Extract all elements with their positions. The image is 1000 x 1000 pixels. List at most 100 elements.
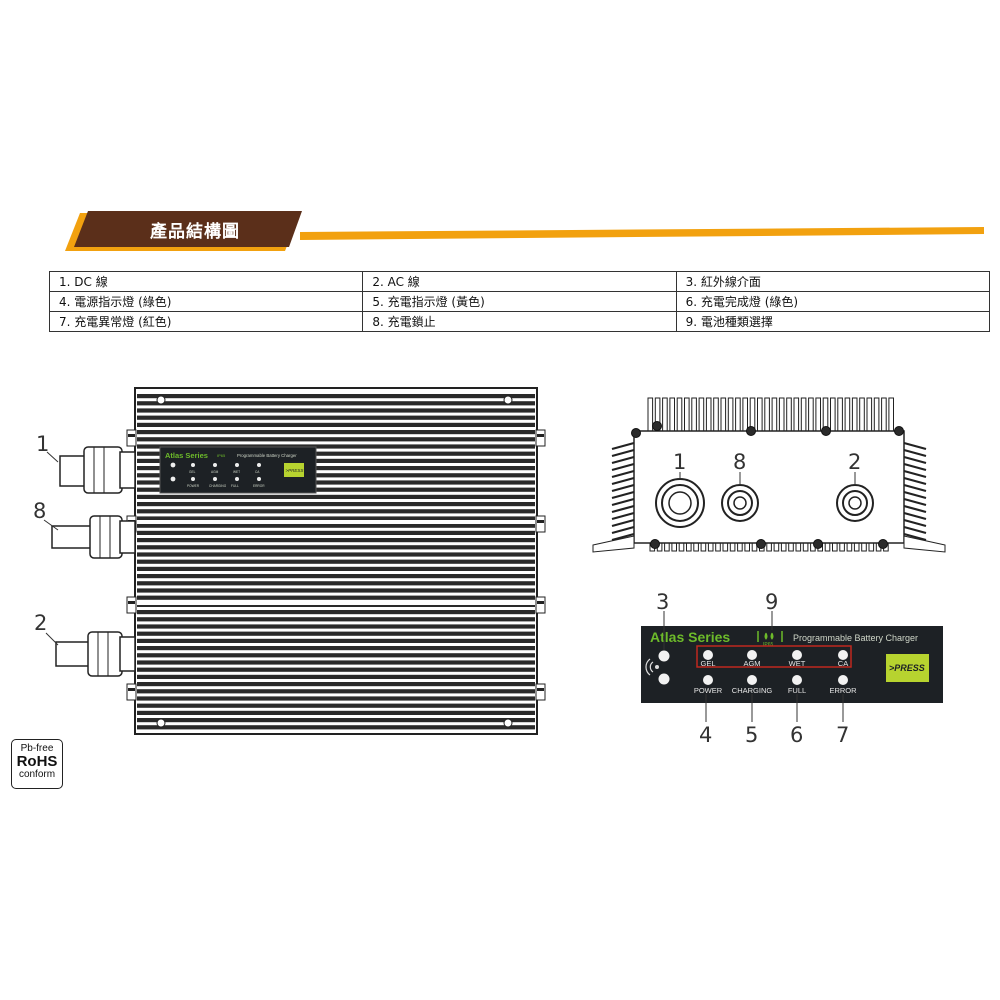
fin xyxy=(903,511,927,521)
led xyxy=(170,476,176,482)
led xyxy=(191,477,195,481)
fin xyxy=(903,497,927,507)
battery-type-frame xyxy=(696,645,852,668)
clamp xyxy=(535,429,546,447)
section-title: 產品結構圖 xyxy=(150,222,240,242)
heatsink-fins xyxy=(903,441,927,542)
badge-line: Pb-free xyxy=(20,743,54,754)
led xyxy=(235,463,239,467)
led-label: CHARGING xyxy=(209,484,227,488)
fin xyxy=(137,480,535,485)
led xyxy=(213,463,217,467)
fin xyxy=(137,682,535,687)
fin xyxy=(137,538,535,543)
led-label: CA xyxy=(838,659,848,668)
fin-gap xyxy=(137,601,535,605)
port-dc xyxy=(655,478,705,528)
table-row: 7. 充電異常燈 (紅色) 8. 充電鎖止 9. 電池種類選擇 xyxy=(48,311,991,332)
clamp xyxy=(126,683,137,701)
fin xyxy=(137,566,535,571)
section-header: 產品結構圖 xyxy=(0,205,1000,255)
parts-table: 1. DC 線 2. AC 線 3. 紅外線介面 4. 電源指示燈 (綠色) 5… xyxy=(48,271,991,332)
fin xyxy=(611,504,635,514)
fin xyxy=(903,518,927,528)
led-label: CHARGING xyxy=(732,686,773,695)
fin xyxy=(137,667,535,672)
led-label: AGM xyxy=(743,659,760,668)
fin xyxy=(903,532,927,542)
led xyxy=(838,675,848,685)
clamp xyxy=(535,683,546,701)
water-drop-icon xyxy=(764,632,774,640)
callout-label: 4 xyxy=(699,723,712,747)
callout-label: 8 xyxy=(733,450,746,474)
fin xyxy=(137,530,535,535)
callout-label: 5 xyxy=(745,723,758,747)
callout-label: 7 xyxy=(836,723,849,747)
led-label: WET xyxy=(233,470,240,474)
screw xyxy=(652,421,662,431)
led-label: GEL xyxy=(700,659,715,668)
infrared-window xyxy=(658,650,670,662)
led-label: POWER xyxy=(187,484,200,488)
fin xyxy=(137,502,535,507)
fin xyxy=(611,490,635,500)
fin xyxy=(137,595,535,600)
screw xyxy=(821,426,831,436)
fin xyxy=(137,660,535,665)
table-cell: 8. 充電鎖止 xyxy=(362,311,677,332)
control-panel-small: Atlas Series IP65 Programmable Battery C… xyxy=(159,446,317,494)
led-label: FULL xyxy=(788,686,806,695)
clamp-notch xyxy=(537,520,544,523)
led xyxy=(257,463,261,467)
ip-label: IP65 xyxy=(763,642,774,648)
leader-line xyxy=(43,519,59,531)
fin xyxy=(137,473,535,478)
led xyxy=(703,675,713,685)
header-banner-shape xyxy=(65,211,984,251)
fin xyxy=(611,497,635,507)
fin xyxy=(137,559,535,564)
fin xyxy=(137,718,535,723)
lock-cable xyxy=(51,515,136,559)
ac-cable xyxy=(55,631,136,677)
fin xyxy=(137,581,535,586)
fin xyxy=(611,525,635,535)
fin xyxy=(137,653,535,658)
led xyxy=(747,650,757,660)
clamp-notch xyxy=(128,688,135,691)
fin-gap xyxy=(137,520,535,524)
clamp xyxy=(126,429,137,447)
mount-flange xyxy=(903,535,946,553)
clamp-notch xyxy=(537,601,544,604)
fin xyxy=(137,588,535,593)
infrared-window xyxy=(658,673,670,685)
led-label: ERROR xyxy=(253,484,265,488)
fin xyxy=(611,532,635,542)
screw-hole xyxy=(156,718,166,728)
subtitle-label: Programmable Battery Charger xyxy=(793,633,918,643)
fin xyxy=(137,710,535,715)
fin xyxy=(137,631,535,636)
heatsink-fins xyxy=(611,441,635,542)
leader-line xyxy=(45,632,59,646)
screw xyxy=(746,426,756,436)
led xyxy=(235,477,239,481)
fin xyxy=(903,469,927,479)
screw-hole xyxy=(503,395,513,405)
port-ac xyxy=(836,484,874,522)
led-label: CA xyxy=(255,470,260,474)
clamp xyxy=(535,515,546,533)
fin xyxy=(903,448,927,458)
fin xyxy=(903,525,927,535)
led xyxy=(792,650,802,660)
charger-case xyxy=(134,387,538,735)
fin xyxy=(137,646,535,651)
fin xyxy=(611,441,635,451)
fin xyxy=(611,469,635,479)
led xyxy=(792,675,802,685)
fin xyxy=(903,462,927,472)
callout-label: 2 xyxy=(34,611,47,635)
